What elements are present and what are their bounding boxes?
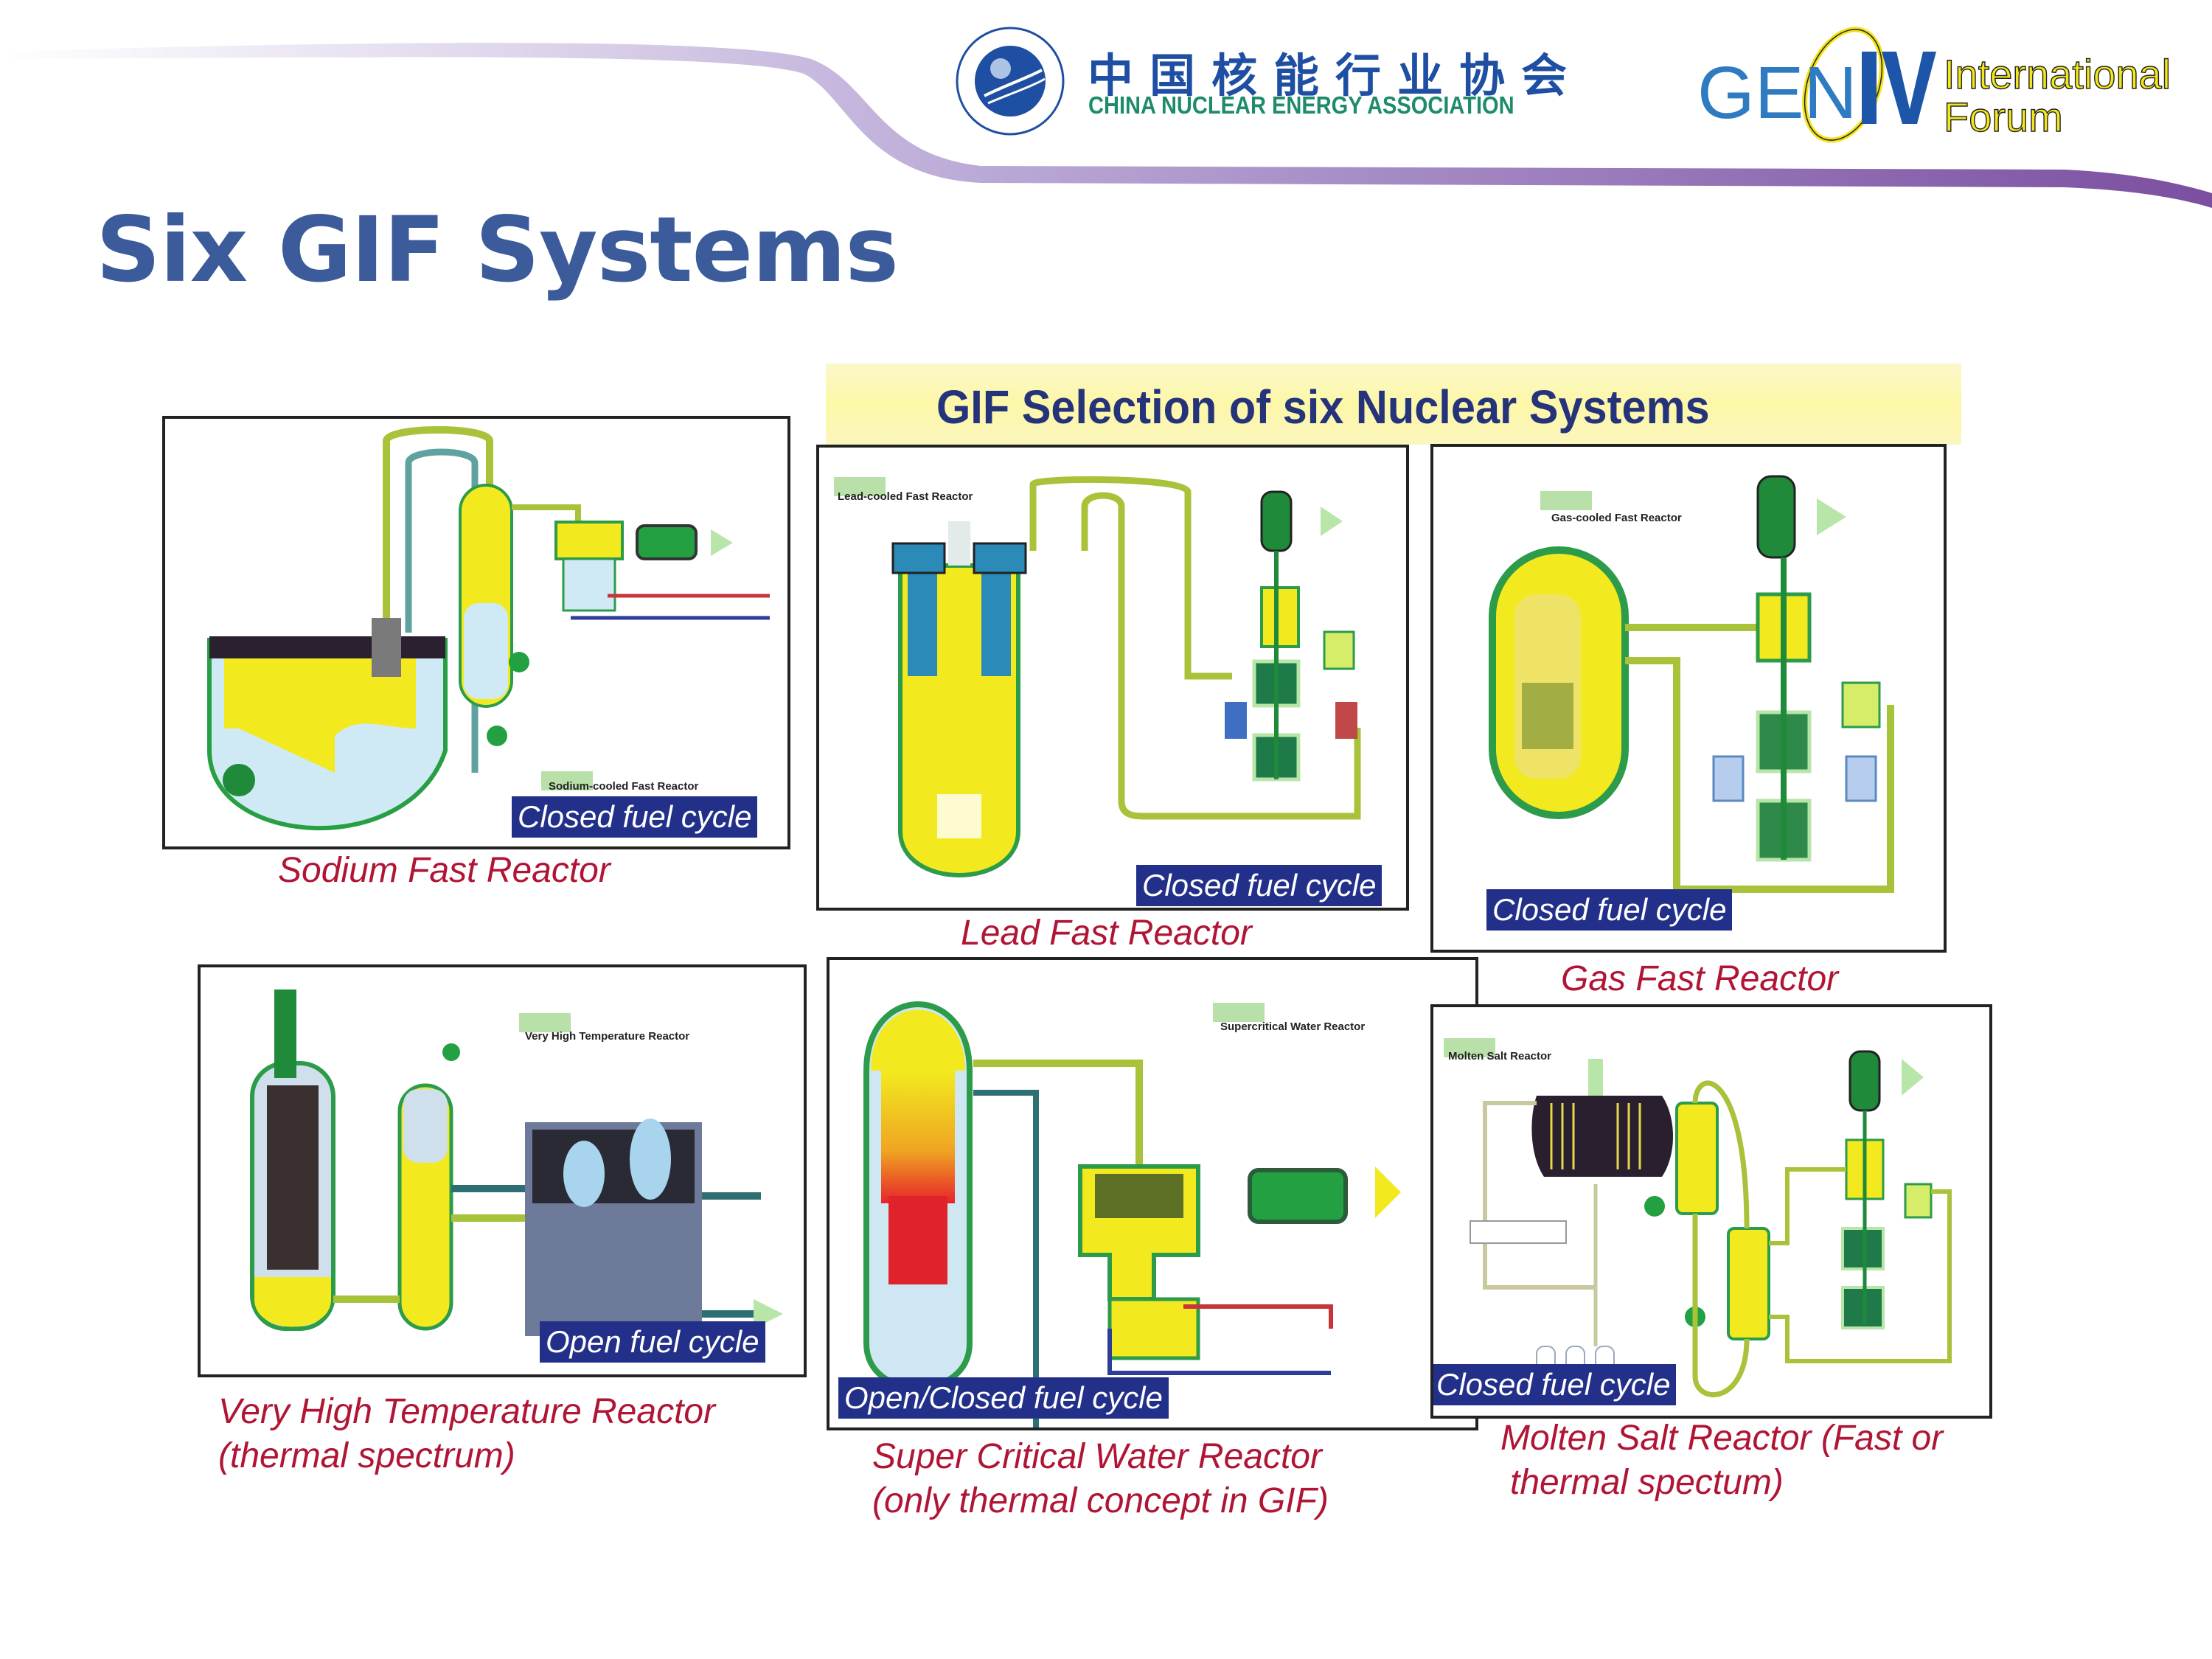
sfr-diagram	[207, 426, 770, 830]
sfr-caption: Sodium Fast Reactor	[278, 851, 611, 890]
gfr-diagram-title: Gas-cooled Fast Reactor	[1551, 512, 1682, 524]
scwr-diagram	[863, 1001, 1401, 1427]
reactor-panel-msr: Molten Salt Reactor Closed fuel cycle	[1430, 1004, 1992, 1419]
banner-title: GIF Selection of six Nuclear Systems	[936, 380, 1710, 434]
cnea-name-english: CHINA NUCLEAR ENERGY ASSOCIATION	[1088, 91, 1514, 119]
lfr-diagram	[891, 476, 1361, 877]
lfr-diagram-title: Lead-cooled Fast Reactor	[838, 490, 973, 503]
international-text: International	[1944, 51, 2171, 97]
lfr-abbr-badge	[834, 477, 886, 496]
lfr-caption: Lead Fast Reactor	[961, 914, 1252, 953]
gfr-diagram	[1489, 475, 1894, 893]
lfr-fuel-cycle-badge: Closed fuel cycle	[1136, 865, 1382, 906]
cnea-logo-seal	[955, 26, 1065, 136]
header-swoosh	[0, 43, 2212, 208]
scwr-diagram-title: Supercritical Water Reactor	[1220, 1020, 1366, 1033]
reactor-panel-vhtr: Very High Temperature Reactor Open fuel …	[198, 964, 807, 1377]
reactor-panel-sfr: Sodium-cooled Fast Reactor Closed fuel c…	[162, 416, 790, 849]
forum-text: Forum	[1944, 94, 2063, 140]
scwr-fuel-cycle-badge: Open/Closed fuel cycle	[838, 1377, 1169, 1419]
cnea-name-chinese: 中国核能行业协会	[1088, 49, 1584, 102]
slide-title: Six GIF Systems	[96, 198, 899, 302]
msr-diagram-title: Molten Salt Reactor	[1448, 1050, 1552, 1062]
gen-text: GEN	[1697, 52, 1857, 134]
msr-abbr-badge	[1444, 1038, 1495, 1057]
sfr-diagram-title: Sodium-cooled Fast Reactor	[549, 780, 699, 793]
sfr-fuel-cycle-badge: Closed fuel cycle	[512, 796, 758, 838]
scwr-caption-line2: (only thermal concept in GIF)	[872, 1481, 1329, 1520]
vhtr-caption-line2: (thermal spectrum)	[218, 1436, 515, 1475]
selection-banner: GIF Selection of six Nuclear Systems	[826, 364, 1961, 445]
reactor-panel-gfr: Gas-cooled Fast Reactor Closed fuel cycl…	[1430, 444, 1947, 953]
scwr-caption-line1: Super Critical Water Reactor	[872, 1437, 1322, 1476]
msr-caption-line2: thermal spectum)	[1510, 1463, 1784, 1502]
vhtr-diagram-title: Very High Temperature Reactor	[525, 1030, 690, 1043]
vhtr-diagram	[250, 990, 783, 1336]
gen-iv-forum-logo: GEN International Forum	[1696, 22, 2197, 147]
msr-fuel-cycle-badge: Closed fuel cycle	[1433, 1364, 1677, 1405]
reactor-panel-lfr: Lead-cooled Fast Reactor Closed fuel cyc…	[816, 445, 1409, 911]
gfr-abbr-badge	[1540, 491, 1592, 510]
msr-caption-line1: Molten Salt Reactor (Fast or	[1500, 1419, 1944, 1458]
gfr-fuel-cycle-badge: Closed fuel cycle	[1486, 889, 1733, 931]
vhtr-abbr-badge	[519, 1013, 571, 1032]
reactor-panel-scwr: Supercritical Water Reactor Open/Closed …	[827, 957, 1478, 1430]
vhtr-fuel-cycle-badge: Open fuel cycle	[540, 1321, 765, 1363]
gfr-caption: Gas Fast Reactor	[1561, 959, 1839, 998]
msr-diagram	[1470, 1050, 1952, 1398]
scwr-abbr-badge	[1213, 1003, 1265, 1022]
sfr-abbr-badge	[541, 771, 593, 790]
vhtr-caption-line1: Very High Temperature Reactor	[218, 1392, 716, 1431]
